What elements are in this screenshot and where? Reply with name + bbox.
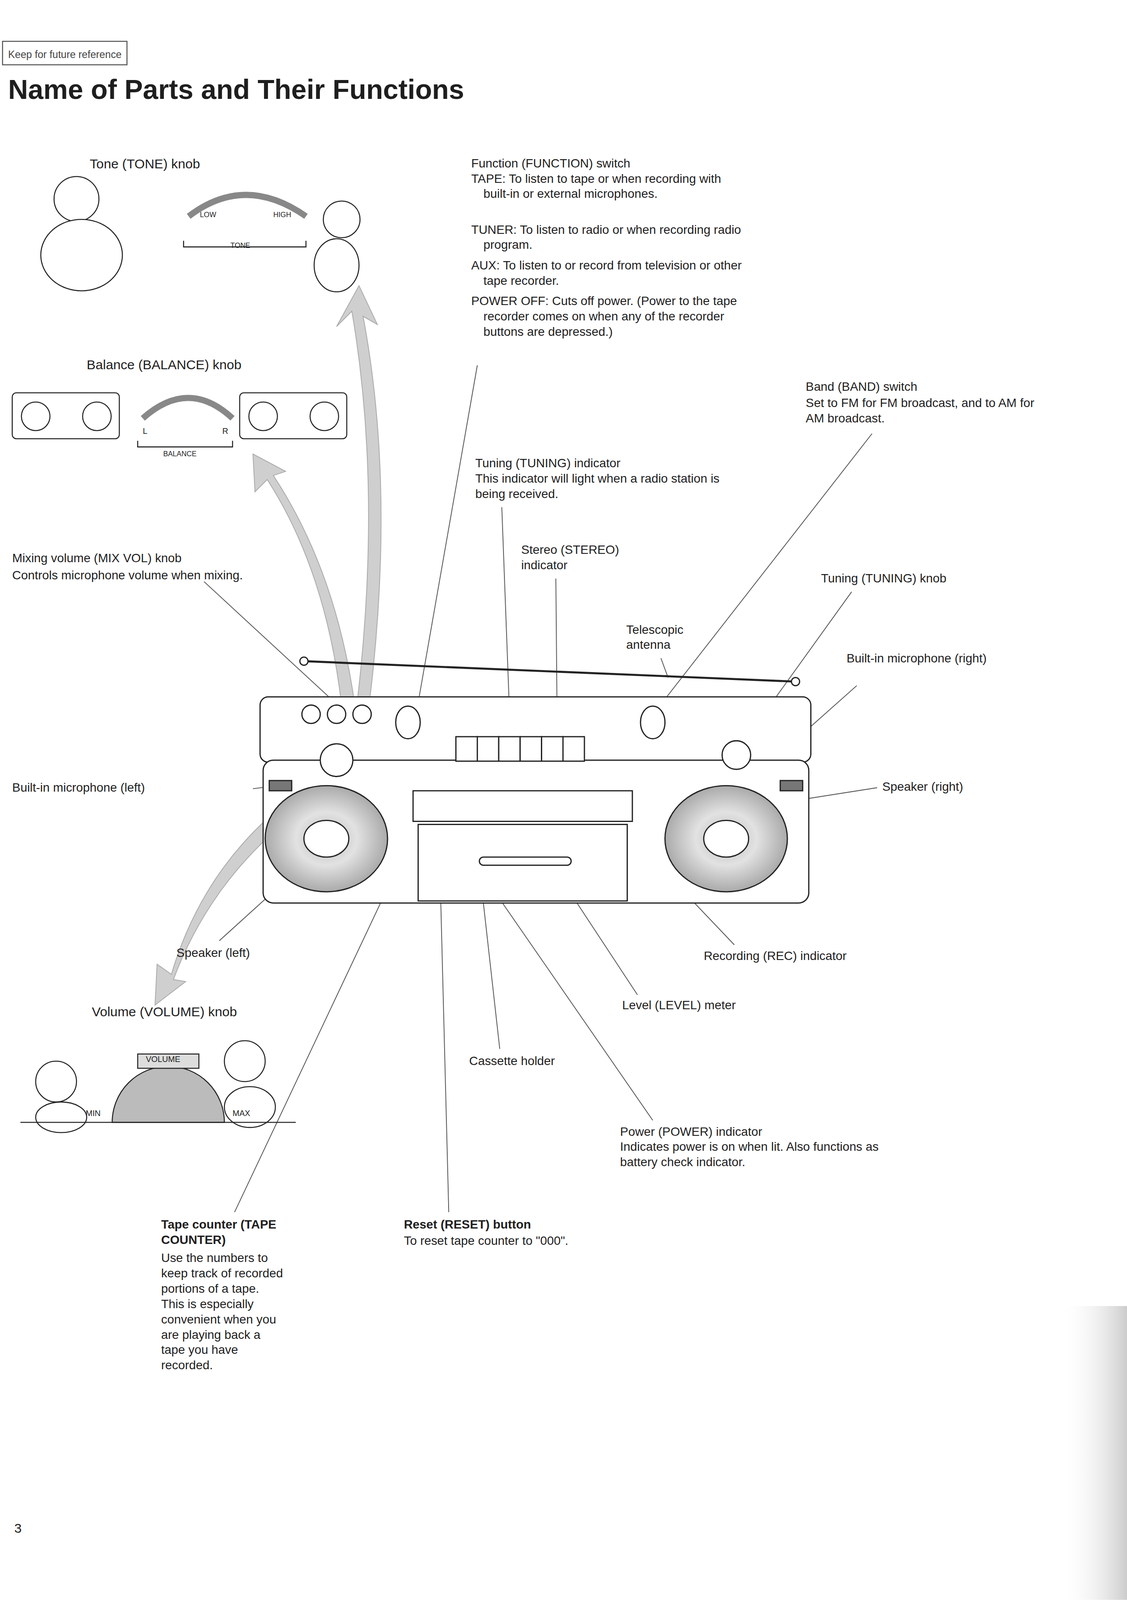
part-name: Power (POWER) indicator	[619, 1123, 763, 1140]
scale-text: LOW	[199, 211, 217, 221]
part-note: Controls microphone volume when mixing.	[12, 568, 280, 584]
page-number: 3	[14, 1519, 22, 1537]
part-note: To reset tape counter to "000".	[403, 1232, 578, 1249]
function-item: AUX: To listen to or record from televis…	[471, 257, 751, 289]
part-name: Reset (RESET) button	[403, 1216, 531, 1233]
part-name: Tuning (TUNING) indicator	[475, 456, 621, 472]
scale-text: MIN	[85, 1108, 101, 1119]
page-title: Name of Parts and Their Functions	[8, 73, 465, 108]
part-name: Band (BAND) switch	[805, 379, 918, 395]
part-name: Stereo (STEREO) indicator	[521, 542, 644, 574]
function-item: TUNER: To listen to radio or when record…	[471, 222, 751, 254]
scale-text: MAX	[232, 1108, 251, 1119]
part-name: Volume (VOLUME) knob	[91, 1003, 237, 1021]
tag-text: Keep for future reference	[8, 48, 122, 61]
scale-text: VOLUME	[145, 1054, 181, 1065]
scale-text: BALANCE	[163, 449, 197, 459]
part-name: Function (FUNCTION) switch	[471, 155, 631, 172]
part-name: Speaker (right)	[882, 779, 964, 795]
part-name: Balance (BALANCE) knob	[86, 356, 242, 374]
part-name: Level (LEVEL) meter	[622, 997, 736, 1013]
part-name: Recording (REC) indicator	[703, 948, 847, 964]
part-note: Indicates power is on when lit. Also fun…	[619, 1139, 886, 1171]
scale-text: R	[222, 426, 229, 437]
part-name: Built-in microphone (left)	[12, 780, 145, 796]
reference-tag: Keep for future reference	[2, 40, 128, 66]
part-name: Built-in microphone (right)	[846, 650, 1000, 667]
part-note: This indicator will light when a radio s…	[475, 471, 741, 502]
scale-text: TONE	[230, 241, 251, 251]
function-item: TAPE: To listen to tape or when recordin…	[471, 171, 751, 203]
part-name: Tuning (TUNING) knob	[821, 571, 947, 587]
function-item: POWER OFF: Cuts off power. (Power to the…	[471, 293, 751, 340]
part-name: Cassette holder	[469, 1053, 555, 1070]
scale-text: HIGH	[273, 211, 292, 221]
part-name: Tape counter (TAPE COUNTER)	[161, 1216, 284, 1248]
scale-text: L	[142, 426, 148, 437]
part-name: Mixing volume (MIX VOL) knob	[12, 550, 182, 566]
part-note: Use the numbers to keep track of recorde…	[161, 1250, 284, 1374]
part-name: Tone (TONE) knob	[89, 155, 200, 173]
part-note: Set to FM for FM broadcast, and to AM fo…	[805, 395, 1051, 427]
part-name: Speaker (left)	[176, 945, 251, 961]
part-name: Telescopic antenna	[626, 622, 708, 653]
